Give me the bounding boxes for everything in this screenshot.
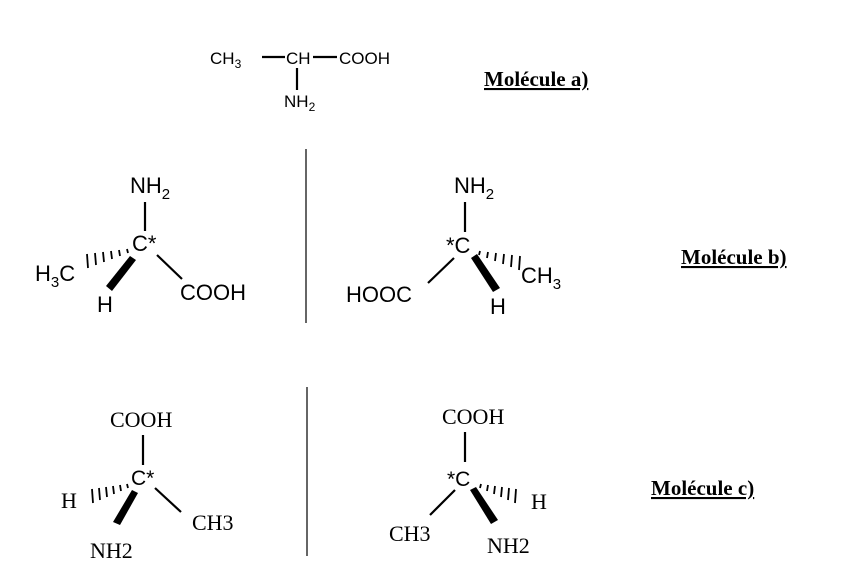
mol-c-left-cooh-label: COOH [110,407,172,432]
mol-a-cooh-label: COOH [339,49,390,68]
mol-b-left-wedge-bond [106,256,136,291]
mol-b-left-nh2-label: NH2 [130,173,170,203]
mol-b-left-bond-cooh [156,254,183,280]
mol-b-right-h-label: H [490,294,506,319]
molecule-b: NH2 C* H3C H COOH NH2 *C [35,149,787,323]
mol-c-left-enantiomer: COOH C* H NH2 CH3 [61,407,234,563]
mol-c-right-wedge-bond [470,487,498,524]
mol-c-left-hashed-bond [91,483,129,504]
mol-c-right-bond-ch3 [429,489,456,516]
mol-b-left-h-label: H [97,292,113,317]
mol-c-left-nh2-label: NH2 [90,538,133,563]
mol-c-right-hashed-bond [479,483,517,504]
mol-c-caption: Molécule c) [651,476,754,500]
mol-b-left-hashed-bond [86,248,129,269]
molecule-c: COOH C* H NH2 CH3 COOH *C [61,387,754,563]
mol-c-right-cooh-label: COOH [442,404,504,429]
mol-c-right-ch3-label: CH3 [389,521,431,546]
mol-b-left-cooh-label: COOH [180,280,246,305]
mol-b-right-nh2-label: NH2 [454,173,494,203]
mol-b-right-hashed-bond [478,250,521,271]
mol-b-left-h3c-label: H3C [35,261,75,291]
mol-a-nh2-label: NH2 [284,92,316,114]
mol-c-right-enantiomer: COOH *C H NH2 CH3 [389,404,547,558]
mol-c-left-h-label: H [61,488,77,513]
molecule-a: CH3 CH COOH NH2 Molécule a) [210,49,588,114]
mol-a-ch3-label: CH3 [210,49,242,71]
mol-b-right-carbon-label: *C [446,233,471,258]
mol-b-right-ch3-label: CH3 [521,263,561,293]
mol-c-left-wedge-bond [113,490,138,525]
mol-c-right-nh2-label: NH2 [487,533,530,558]
mol-b-right-bond-hooc [427,257,455,284]
mol-b-left-enantiomer: NH2 C* H3C H COOH [35,173,246,317]
mol-c-right-carbon-label: *C [447,468,470,491]
mol-c-left-carbon-label: C* [131,467,154,490]
mol-b-left-carbon-label: C* [132,231,157,256]
mol-b-right-enantiomer: NH2 *C CH3 H HOOC [346,173,561,319]
mol-a-ch-label: CH [286,49,311,68]
mol-b-caption: Molécule b) [681,245,787,269]
mol-c-left-bond-ch3 [154,487,182,513]
mol-b-right-hooc-label: HOOC [346,282,412,307]
mol-a-caption: Molécule a) [484,67,588,91]
mol-c-right-h-label: H [531,489,547,514]
mol-b-right-wedge-bond [471,254,500,292]
mol-c-left-ch3-label: CH3 [192,510,234,535]
